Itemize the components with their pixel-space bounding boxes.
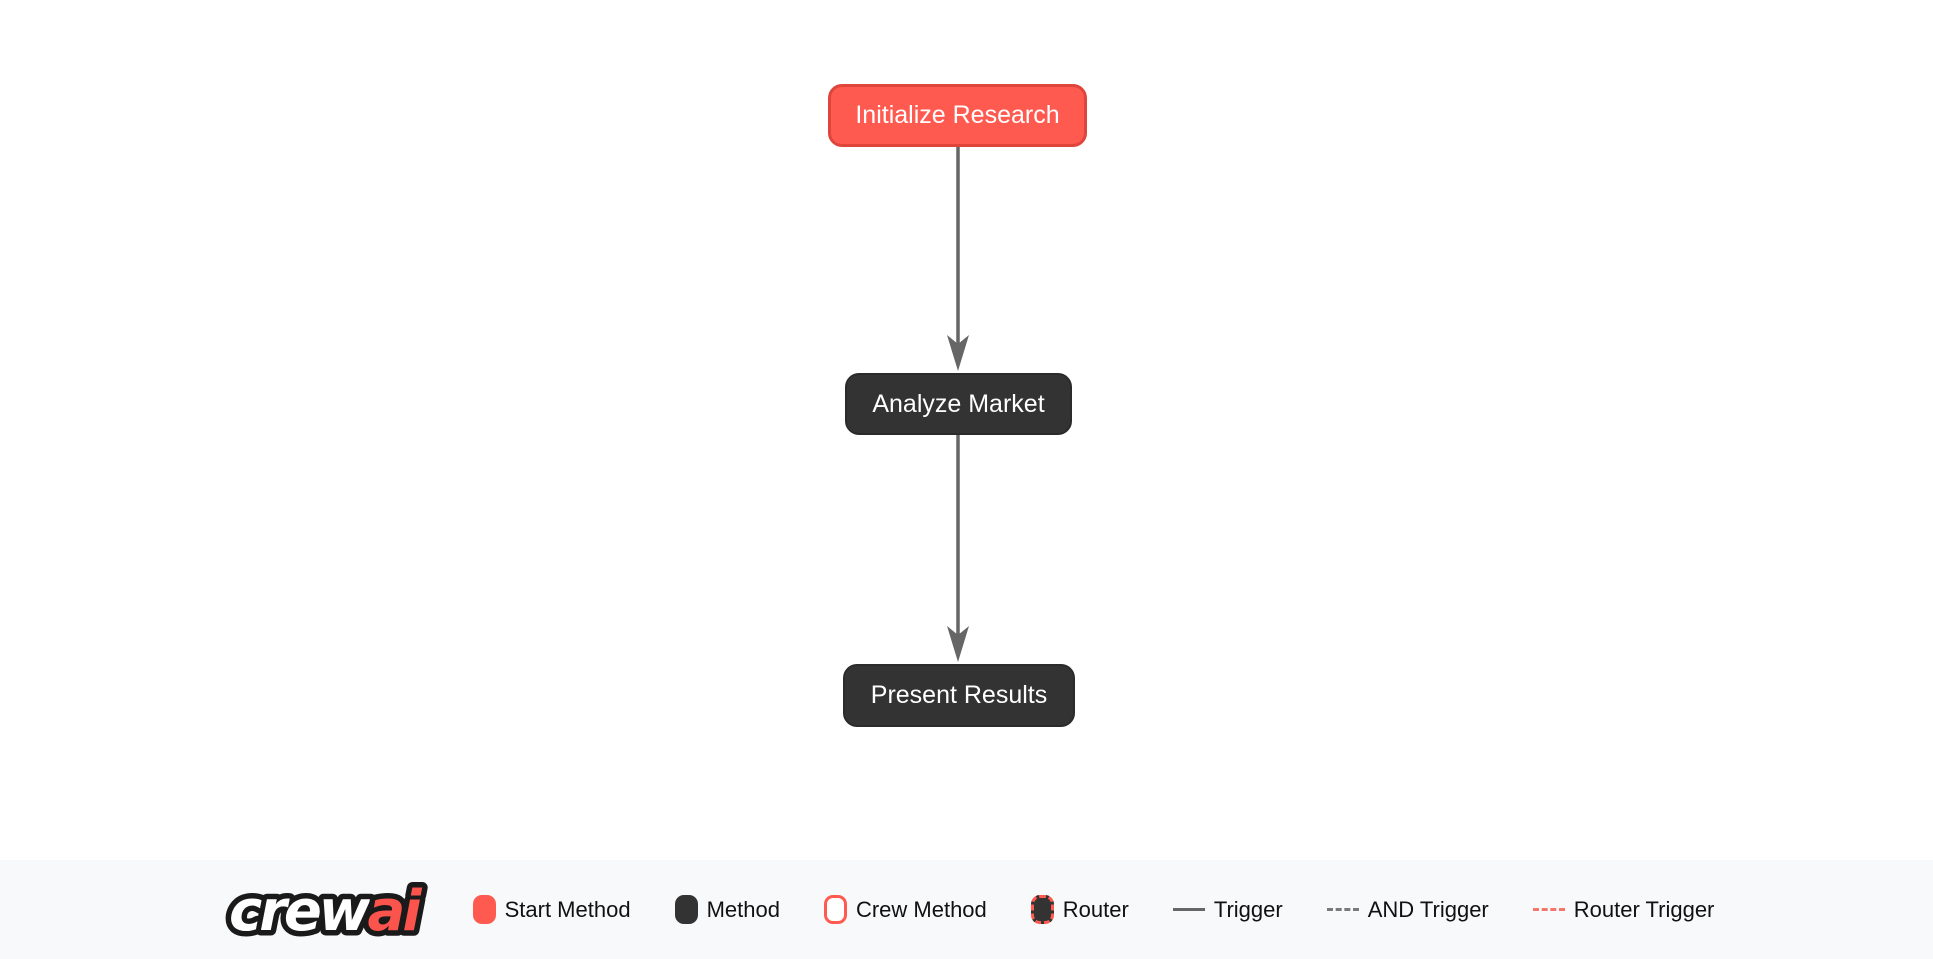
svg-text:crewai: crewai bbox=[229, 879, 422, 944]
legend-item-label: Trigger bbox=[1213, 896, 1283, 922]
flow-edges bbox=[947, 147, 969, 662]
legend-item-and-trigger: AND Trigger bbox=[1326, 896, 1489, 922]
legend-bar: crewai Start Method Method Crew Method R… bbox=[0, 860, 1933, 959]
legend-item-label: Router Trigger bbox=[1573, 896, 1715, 922]
legend-item-label: AND Trigger bbox=[1367, 896, 1489, 922]
crewai-logo: crewai bbox=[223, 873, 430, 949]
trigger-edge bbox=[947, 147, 969, 371]
legend-item-router: Router bbox=[1030, 895, 1129, 924]
flow-node-present-results[interactable]: Present Results bbox=[843, 664, 1075, 727]
router-trigger-line-icon bbox=[1532, 908, 1565, 911]
legend-item-label: Crew Method bbox=[855, 896, 987, 922]
router-swatch-icon bbox=[1030, 895, 1054, 924]
method-swatch-icon bbox=[674, 895, 698, 924]
crew-method-swatch-icon bbox=[823, 895, 847, 924]
legend-item-label: Method bbox=[706, 896, 780, 922]
logo-text-ai: ai bbox=[367, 879, 422, 944]
and-trigger-line-icon bbox=[1326, 908, 1359, 911]
flow-node-initialize-research[interactable]: Initialize Research bbox=[828, 84, 1087, 147]
legend-item-label: Router bbox=[1062, 896, 1129, 922]
trigger-edge bbox=[947, 435, 969, 662]
logo-text-crew: crew bbox=[229, 879, 371, 944]
flow-node-analyze-market[interactable]: Analyze Market bbox=[845, 373, 1072, 435]
legend-item-start-method: Start Method bbox=[472, 895, 631, 924]
legend-item-label: Start Method bbox=[504, 896, 631, 922]
legend-item-method: Method bbox=[674, 895, 780, 924]
flow-canvas[interactable]: Initialize Research Analyze Market Prese… bbox=[0, 0, 1933, 860]
legend-item-router-trigger: Router Trigger bbox=[1532, 896, 1715, 922]
trigger-line-icon bbox=[1172, 908, 1205, 911]
legend-item-crew-method: Crew Method bbox=[823, 895, 987, 924]
legend-item-trigger: Trigger bbox=[1172, 896, 1283, 922]
start-method-swatch-icon bbox=[472, 895, 496, 924]
